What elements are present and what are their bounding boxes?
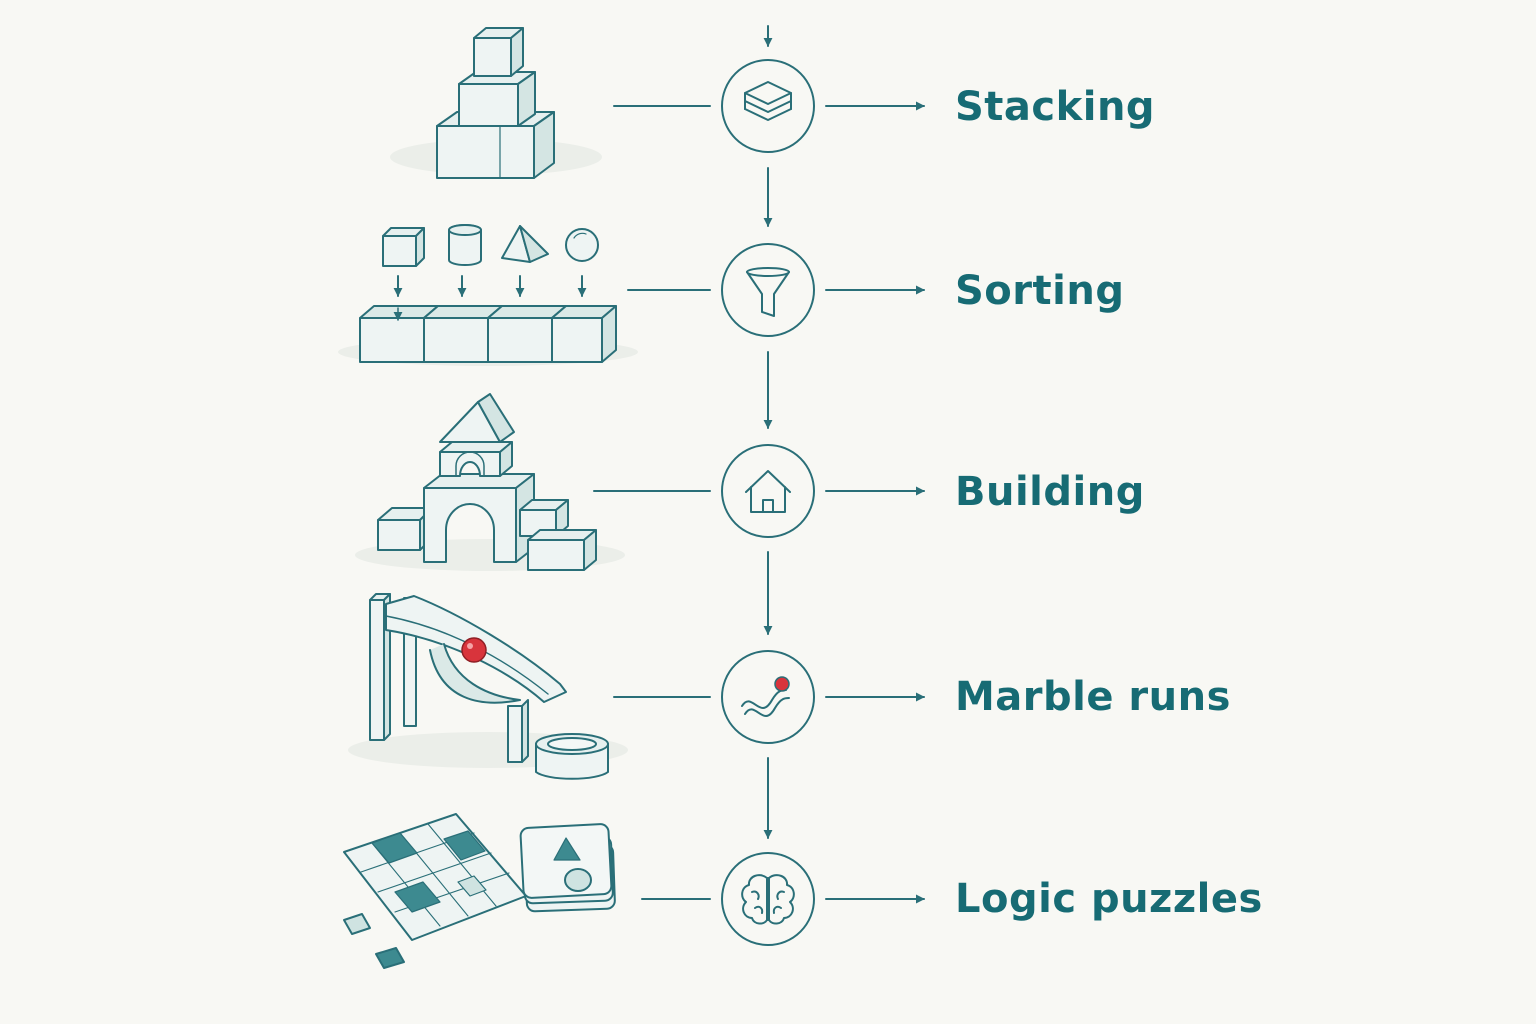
node-logic-puzzles: [721, 852, 815, 946]
node-circle: [721, 650, 815, 744]
grid-puzzle-illustration: [343, 813, 616, 969]
sphere-shape: [565, 228, 599, 262]
brain-icon: [741, 874, 795, 925]
block-castle-illustration: [355, 393, 625, 571]
pyramid-shape: [501, 225, 549, 263]
node-building: [721, 444, 815, 538]
node-marble-runs: [721, 650, 815, 744]
node-circle: [721, 243, 815, 337]
label-marble-runs: Marble runs: [955, 674, 1231, 720]
label-building: Building: [955, 469, 1145, 515]
node-sorting: [721, 243, 815, 337]
shape-sorter-illustration: [338, 224, 638, 366]
house-icon: [745, 470, 791, 513]
funnel-icon: [746, 267, 790, 317]
label-stacking: Stacking: [955, 84, 1156, 130]
connectors: [593, 101, 925, 904]
cube-shape: [382, 227, 425, 267]
node-stacking: [721, 59, 815, 153]
marble-track-icon: [741, 676, 790, 717]
node-circle: [721, 59, 815, 153]
marble-run-illustration: [348, 593, 628, 780]
layers-icon: [744, 81, 792, 121]
sorting-box-4: [551, 305, 617, 363]
stacked-blocks-illustration: [390, 27, 602, 179]
label-logic-puzzles: Logic puzzles: [955, 876, 1263, 922]
node-circle: [721, 444, 815, 538]
label-sorting: Sorting: [955, 268, 1125, 314]
cylinder-shape: [448, 224, 482, 266]
